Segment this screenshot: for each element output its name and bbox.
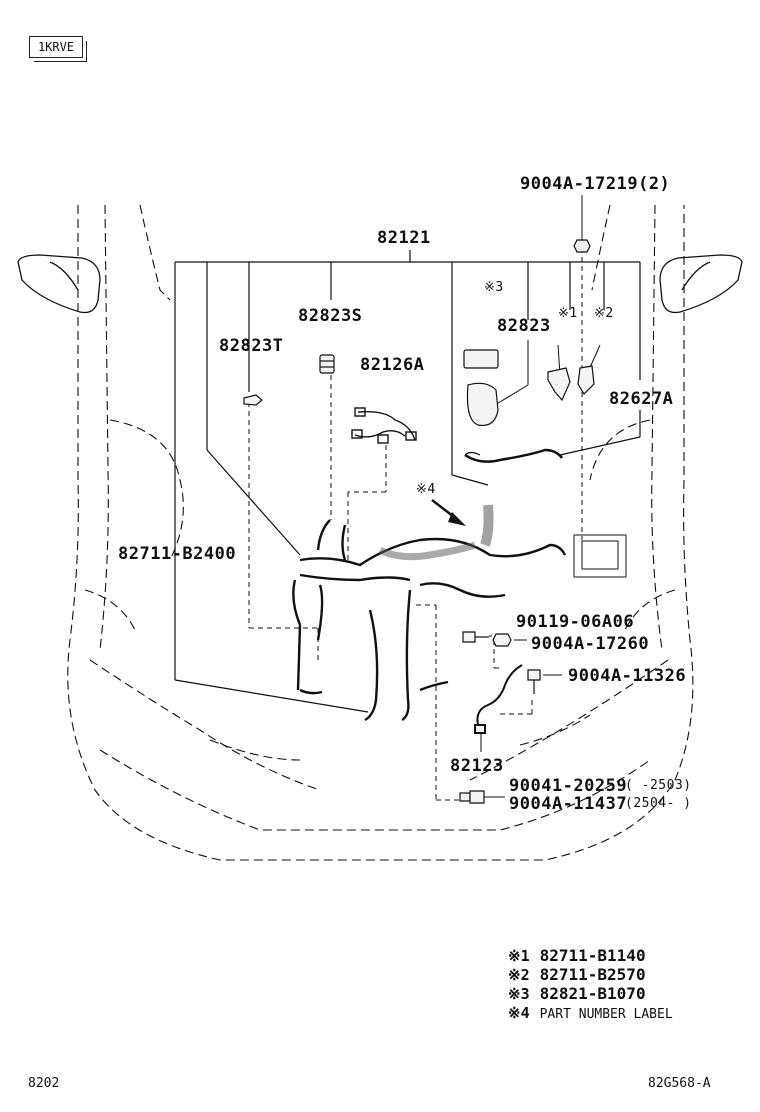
label-9004a-11437: 9004A-11437: [509, 794, 628, 814]
label-82123: 82123: [450, 756, 504, 776]
legend-mark: ※2: [508, 966, 530, 984]
legend-value: 82821-B1070: [539, 984, 646, 1003]
legend-row: ※4 PART NUMBER LABEL: [508, 1003, 673, 1022]
label-82126a: 82126A: [360, 355, 425, 375]
legend-value: PART NUMBER LABEL: [539, 1007, 673, 1022]
ref-mark-4: ※4: [416, 482, 436, 497]
legend-value: 82711-B2570: [539, 965, 646, 984]
ref-mark-1: ※1: [558, 306, 578, 321]
figure-id: 82G568-A: [648, 1076, 711, 1091]
legend-mark: ※3: [508, 985, 530, 1003]
legend-row: ※1 82711-B1140: [508, 946, 646, 965]
legend-mark: ※4: [508, 1004, 530, 1022]
label-82823t: 82823T: [219, 336, 284, 356]
engine-harness-bundle: [292, 504, 567, 722]
label-9004a-11326: 9004A-11326: [568, 666, 687, 686]
dashed-leaders: [248, 248, 583, 801]
legend-row: ※2 82711-B2570: [508, 965, 646, 984]
label-90041-20259: 90041-20259: [509, 776, 628, 796]
ecu-box-outline: [573, 534, 627, 578]
label-82627a: 82627A: [609, 389, 674, 409]
legend-row: ※3 82821-B1070: [508, 984, 646, 1003]
legend-value: 82711-B1140: [539, 946, 646, 965]
label-82121: 82121: [377, 228, 431, 248]
vehicle-body-outline: [67, 204, 694, 861]
page-number: 8202: [28, 1076, 60, 1091]
fasteners: [459, 631, 541, 804]
main-harness-leader-lines: [174, 250, 641, 713]
label-82711-b2400: 82711-B2400: [118, 544, 237, 564]
harness-82123: [474, 664, 523, 734]
connector-parts: [243, 349, 595, 456]
ref-mark-3: ※3: [484, 280, 504, 295]
model-code-box: 1KRVE: [29, 36, 87, 62]
nut-top-part: [573, 239, 591, 253]
label-82823: 82823: [497, 316, 551, 336]
label-9004a-11437-range: (2504- ): [625, 796, 692, 811]
label-arrow: [431, 499, 466, 526]
mirror-outlines: [17, 254, 743, 314]
label-90041-range: ( -2503): [625, 778, 692, 793]
legend-mark: ※1: [508, 947, 530, 965]
label-9004a-17260: 9004A-17260: [531, 634, 650, 654]
label-9004a-17219: 9004A-17219(2): [520, 174, 671, 194]
ref-mark-2: ※2: [594, 306, 614, 321]
part-leaders: [480, 195, 601, 798]
label-90119-06a06: 90119-06A06: [516, 612, 635, 632]
harness-82627a: [464, 448, 563, 463]
sub-harness-82126a: [351, 407, 417, 444]
label-82823s: 82823S: [298, 306, 363, 326]
